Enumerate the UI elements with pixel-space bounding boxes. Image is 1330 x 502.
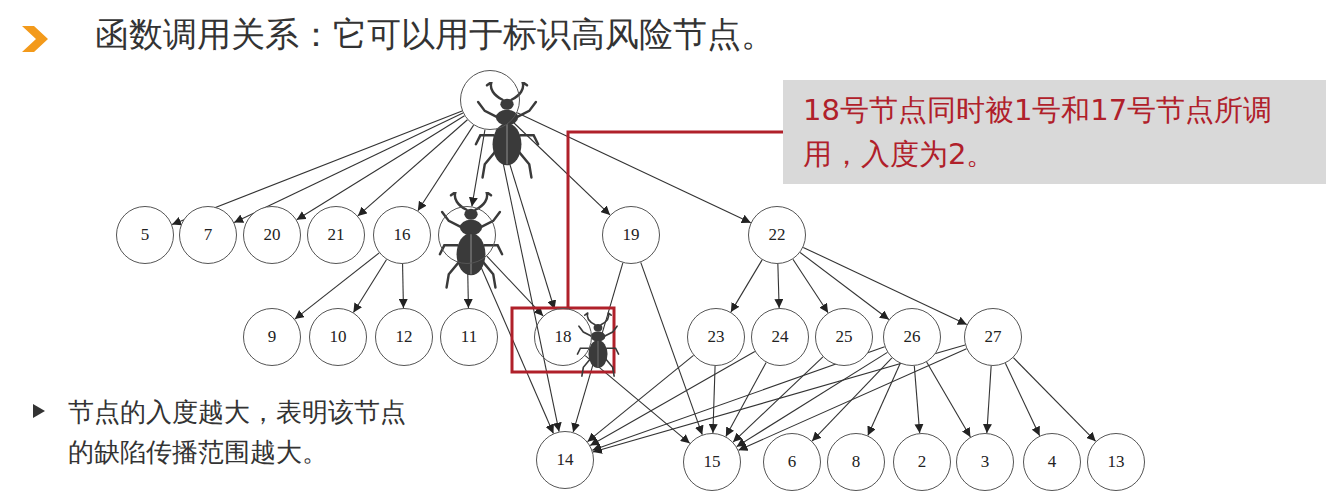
function-node: 20 [243,206,301,264]
call-edge [914,366,919,433]
function-node: 5 [116,206,174,264]
call-edge [1005,363,1039,436]
bug-icon [577,313,618,376]
node-number: 20 [264,225,281,245]
node-number: 27 [985,327,1002,347]
function-node: 7 [179,206,237,264]
node-number: 2 [918,452,927,472]
node-number: 15 [704,452,721,472]
call-edge [358,120,468,216]
function-node: 16 [373,206,431,264]
node-number: 19 [623,225,640,245]
callout-box: 18号节点同时被1号和17号节点所调用，入度为2。 [783,80,1326,184]
call-edge [713,366,715,433]
bug-icon [476,82,538,178]
node-number: 18 [555,327,572,347]
node-number: 26 [904,327,921,347]
call-edge [793,259,828,313]
function-node: 3 [956,433,1014,491]
function-node: 12 [375,308,433,366]
function-node: 25 [815,308,873,366]
function-node: 21 [307,206,365,264]
function-node: 8 [827,433,885,491]
function-node: 24 [751,308,809,366]
call-edge [868,363,900,435]
function-node: 2 [893,433,951,491]
call-edge [402,264,404,308]
node-number: 22 [769,225,786,245]
call-edge [418,125,474,211]
node-number: 12 [396,327,413,347]
function-node: 9 [243,308,301,366]
call-edge [573,263,623,432]
call-edge [297,116,465,220]
node-number: 9 [268,327,277,347]
call-edge [778,264,779,308]
function-node: 15 [683,433,741,491]
call-edge [1013,358,1095,442]
node-number: 13 [1108,452,1125,472]
call-edge [731,260,762,312]
function-node: 11 [440,308,498,366]
function-node: 19 [602,206,660,264]
node-number: 21 [328,225,345,245]
node-number: 23 [708,327,725,347]
node-number: 24 [772,327,789,347]
node-number: 11 [461,327,477,347]
node-number: 4 [1048,452,1057,472]
function-node: 4 [1023,433,1081,491]
node-number: 6 [788,452,797,472]
function-node: 10 [309,308,367,366]
function-node: 13 [1087,433,1145,491]
node-number: 10 [330,327,347,347]
node-number: 16 [394,225,411,245]
call-edge [927,362,971,437]
node-number: 8 [852,452,861,472]
node-number: 3 [981,452,990,472]
bullet-note: 节点的入度越大，表明该节点的缺陷传播范围越大。 [68,392,410,472]
call-edge [726,362,766,436]
node-number: 7 [204,225,213,245]
function-node: 14 [536,431,594,489]
function-node: 22 [748,206,806,264]
function-node: 26 [883,308,941,366]
function-node: 6 [763,433,821,491]
call-edge [496,129,559,431]
function-node: 18 [534,308,592,366]
function-node: 23 [687,308,745,366]
call-edge [353,260,386,313]
node-number: 5 [141,225,150,245]
callout-text: 18号节点同时被1号和17号节点所调用，入度为2。 [803,93,1272,171]
call-edge [587,355,693,441]
call-edge [733,357,823,442]
title-bullet [22,26,48,52]
function-node [460,70,520,130]
node-number: 25 [836,327,853,347]
node-number: 14 [557,450,574,470]
function-node [438,206,496,264]
list-bullet [33,404,45,418]
slide-title: 函数调用关系：它可以用于标识高风险节点。 [95,12,775,58]
call-edge [987,366,991,433]
function-node: 27 [964,308,1022,366]
call-edge [737,352,888,446]
